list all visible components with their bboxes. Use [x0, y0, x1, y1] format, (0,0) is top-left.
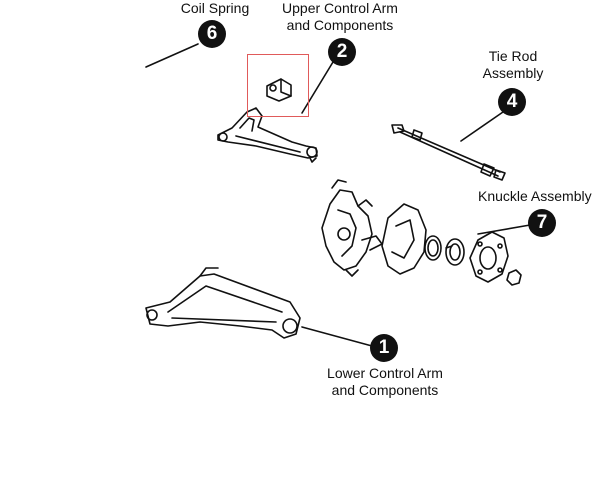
bearing-part: [445, 238, 465, 266]
dust-shield-part: [381, 203, 427, 275]
leader-knuckle: [477, 224, 531, 235]
lower-control-arm-label: Lower Control Arm and Components: [327, 365, 443, 398]
callout-badge-4: 4: [498, 88, 526, 116]
leader-lower-arm: [301, 326, 373, 347]
callout-badge-2: 2: [328, 38, 356, 66]
knuckle-part: [321, 179, 383, 277]
leader-coil-spring: [145, 43, 199, 68]
coil-spring-label: Coil Spring: [180, 0, 250, 16]
leader-upper-arm: [301, 61, 334, 114]
upper-control-arm-label: Upper Control Arm and Components: [282, 0, 398, 33]
callout-badge-1: 1: [370, 334, 398, 362]
upper-arm-highlight-box: [247, 54, 309, 117]
hub-nut-part: [506, 269, 522, 286]
callout-badge-7: 7: [528, 209, 556, 237]
tie-rod-part: [391, 124, 506, 181]
knuckle-assembly-label: Knuckle Assembly: [478, 188, 592, 204]
seal-ring-part: [424, 235, 442, 261]
hub-part: [469, 231, 509, 283]
upper-control-arm-part: [217, 107, 318, 163]
lower-control-arm-part: [145, 267, 301, 339]
leader-tie-rod: [460, 111, 504, 142]
upper-arm-bushing-part: [266, 78, 292, 102]
callout-badge-6: 6: [198, 20, 226, 48]
tie-rod-label: Tie Rod Assembly: [482, 48, 544, 81]
